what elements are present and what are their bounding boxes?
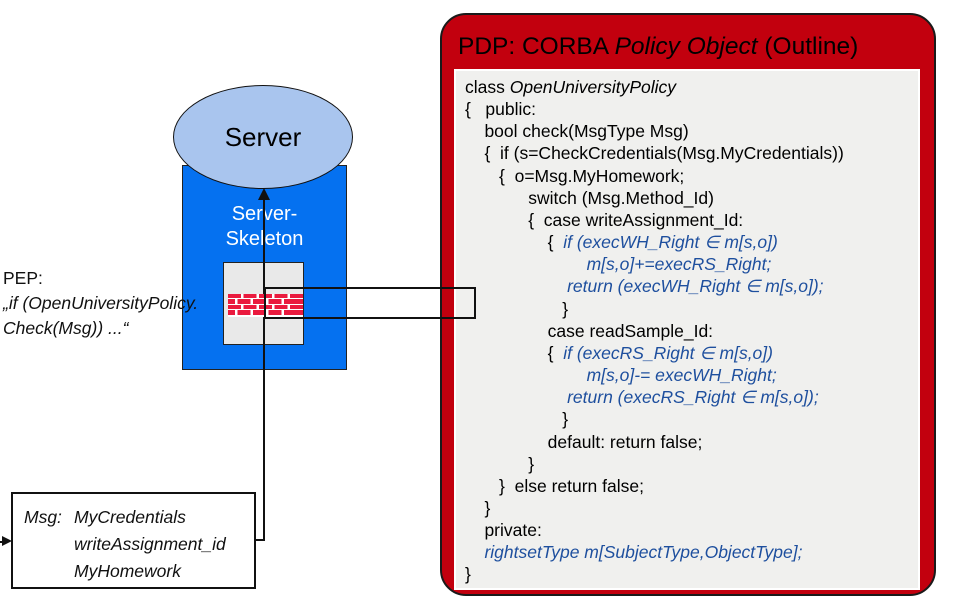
code-line: } bbox=[465, 497, 918, 519]
pep-code-line-2: Check(Msg)) ...“ bbox=[3, 318, 129, 338]
code-segment: (Outline) bbox=[757, 33, 859, 60]
code-segment bbox=[465, 254, 587, 274]
request-arrow-line bbox=[263, 199, 265, 541]
code-line: } else return false; bbox=[465, 475, 918, 497]
code-line: m[s,o]-= execWH_Right; bbox=[465, 364, 918, 386]
server-ellipse: Server bbox=[173, 85, 353, 189]
code-segment: { if (s=CheckCredentials(Msg.MyCredentia… bbox=[465, 143, 844, 164]
code-line: { if (execWH_Right ∈ m[s,o]) bbox=[465, 231, 918, 253]
code-segment: if (execWH_Right ∈ m[s,o]) bbox=[563, 232, 778, 253]
code-line: rightsetType m[SubjectType,ObjectType]; bbox=[465, 541, 918, 563]
code-segment bbox=[465, 365, 587, 385]
code-segment: rightsetType m[SubjectType,ObjectType]; bbox=[484, 542, 803, 563]
msg-connector-line bbox=[255, 539, 265, 541]
code-segment: bool check(MsgType Msg) bbox=[465, 121, 689, 142]
code-segment bbox=[465, 387, 567, 407]
code-line: return (execWH_Right ∈ m[s,o]); bbox=[465, 275, 918, 297]
code-segment bbox=[465, 276, 567, 296]
code-line: bool check(MsgType Msg) bbox=[465, 120, 918, 142]
code-line: { if (s=CheckCredentials(Msg.MyCredentia… bbox=[465, 142, 918, 164]
code-segment: return (execRS_Right ∈ m[s,o]); bbox=[567, 387, 819, 408]
code-segment: } bbox=[465, 564, 471, 585]
code-line: } bbox=[465, 453, 918, 475]
code-segment: } bbox=[465, 453, 535, 474]
code-line: { public: bbox=[465, 98, 918, 120]
pep-title: PEP: bbox=[3, 268, 43, 288]
code-segment: m[s,o]-= execWH_Right; bbox=[586, 365, 777, 386]
code-line: { if (execRS_Right ∈ m[s,o]) bbox=[465, 342, 918, 364]
code-segment: } bbox=[465, 409, 569, 430]
code-line: case readSample_Id: bbox=[465, 320, 918, 342]
code-line: { case writeAssignment_Id: bbox=[465, 209, 918, 231]
code-line: } bbox=[465, 408, 918, 430]
code-segment: return (execWH_Right ∈ m[s,o]); bbox=[567, 276, 824, 297]
code-segment: if (execRS_Right ∈ m[s,o]) bbox=[563, 342, 773, 363]
code-segment: } else return false; bbox=[465, 475, 644, 496]
code-segment: class bbox=[465, 77, 510, 97]
msg-box: Msg: MyCredentials writeAssignment_id My… bbox=[11, 492, 256, 589]
code-line: { o=Msg.MyHomework; bbox=[465, 165, 918, 187]
code-line: class OpenUniversityPolicy bbox=[465, 76, 918, 98]
code-segment: } bbox=[465, 298, 569, 319]
pdp-code-panel: class OpenUniversityPolicy{ public: bool… bbox=[454, 69, 920, 590]
code-segment: private: bbox=[465, 520, 542, 541]
pep-pdp-pipe-connector bbox=[264, 287, 476, 319]
code-line: return (execRS_Right ∈ m[s,o]); bbox=[465, 386, 918, 408]
code-block: class OpenUniversityPolicy{ public: bool… bbox=[456, 71, 918, 586]
code-segment: m[s,o]+=execRS_Right; bbox=[586, 254, 772, 275]
code-line: default: return false; bbox=[465, 431, 918, 453]
code-segment: { bbox=[465, 232, 564, 253]
code-segment: { bbox=[465, 342, 564, 363]
msg-label: Msg: bbox=[24, 507, 62, 527]
code-segment: switch (Msg.Method_Id) bbox=[465, 187, 714, 208]
code-line: m[s,o]+=execRS_Right; bbox=[465, 253, 918, 275]
code-line: private: bbox=[465, 519, 918, 541]
server-label: Server bbox=[224, 121, 302, 152]
code-line: } bbox=[465, 563, 918, 585]
code-line: switch (Msg.Method_Id) bbox=[465, 187, 918, 209]
code-segment: PDP: CORBA bbox=[458, 33, 615, 60]
msg-item-homework: MyHomework bbox=[74, 561, 181, 581]
code-line: } bbox=[465, 298, 918, 320]
code-segment: default: return false; bbox=[465, 431, 703, 452]
msg-item-credentials: MyCredentials bbox=[74, 507, 186, 527]
code-segment: } bbox=[465, 497, 491, 518]
code-segment: case readSample_Id: bbox=[465, 320, 714, 341]
msg-fields: MyCredentials writeAssignment_id MyHomew… bbox=[74, 504, 226, 587]
code-segment: OpenUniversityPolicy bbox=[509, 77, 677, 97]
pdp-box: PDP: CORBA Policy Object (Outline) class… bbox=[440, 13, 936, 596]
msg-item-method: writeAssignment_id bbox=[74, 534, 226, 554]
up-arrowhead-icon bbox=[258, 188, 270, 200]
pdp-title: PDP: CORBA Policy Object (Outline) bbox=[458, 33, 858, 61]
code-segment: { public: bbox=[465, 99, 537, 120]
pep-code-line-1: „if (OpenUniversityPolicy. bbox=[3, 293, 199, 313]
pep-label: PEP: „if (OpenUniversityPolicy. Check(Ms… bbox=[3, 266, 198, 341]
code-segment: Policy Object bbox=[614, 33, 758, 60]
code-segment: { o=Msg.MyHomework; bbox=[465, 165, 685, 186]
right-arrowhead-icon bbox=[2, 536, 12, 546]
code-segment bbox=[465, 542, 484, 562]
code-segment: { case writeAssignment_Id: bbox=[465, 209, 744, 230]
